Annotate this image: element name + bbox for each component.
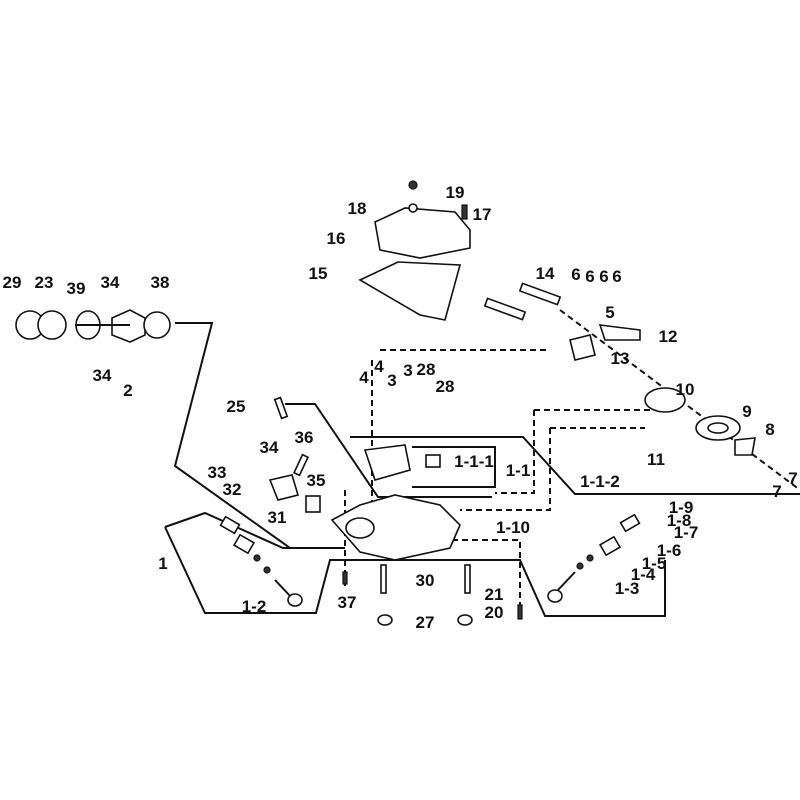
part-label: 23 xyxy=(35,273,54,292)
part-label: 10 xyxy=(676,380,695,399)
part-label: 1-5 xyxy=(642,554,667,573)
part-label: 21 xyxy=(485,585,504,604)
valve-assemblies xyxy=(219,513,641,607)
part-label: 15 xyxy=(309,264,328,283)
part-label: 3 xyxy=(387,371,396,390)
part-label: 12 xyxy=(659,327,678,346)
part-label: 6 xyxy=(612,267,621,286)
part-label: 1-7 xyxy=(674,523,699,542)
part-label: 28 xyxy=(417,360,436,379)
part-label: 6 xyxy=(585,267,594,286)
part-label: 4 xyxy=(374,357,384,376)
part-label: 11 xyxy=(647,450,665,469)
intake-parts xyxy=(15,309,171,343)
cylinder-head xyxy=(330,444,461,561)
part-label: 7 xyxy=(772,482,781,501)
valve-cover xyxy=(358,180,471,321)
part-label: 31 xyxy=(268,508,287,527)
part-label: 29 xyxy=(3,273,22,292)
part-label: 1-2 xyxy=(242,597,267,616)
part-label: 2 xyxy=(123,381,132,400)
part-label: 20 xyxy=(485,603,504,622)
part-label: 9 xyxy=(742,402,751,421)
part-label: 39 xyxy=(67,279,86,298)
part-label: 1-1-2 xyxy=(580,472,620,491)
part-label: 5 xyxy=(605,303,614,322)
part-label: 8 xyxy=(765,420,774,439)
part-label: 36 xyxy=(295,428,314,447)
part-label: 1-10 xyxy=(496,518,530,537)
part-label: 25 xyxy=(227,397,246,416)
part-label: 27 xyxy=(416,613,435,632)
thermostat-parts xyxy=(268,396,321,513)
part-label: 1-1-1 xyxy=(454,452,494,471)
part-label: 1-8 xyxy=(667,511,692,530)
part-label: 18 xyxy=(348,199,367,218)
part-label: 7 xyxy=(788,469,797,488)
studs-and-bolts xyxy=(342,564,523,626)
part-label: 37 xyxy=(338,593,357,612)
part-label: 34 xyxy=(93,366,112,385)
part-label: 14 xyxy=(536,264,555,283)
part-label: 3 xyxy=(403,361,412,380)
part-label: 1-3 xyxy=(615,579,640,598)
part-label: 32 xyxy=(223,480,242,499)
part-label: 1 xyxy=(158,554,167,573)
part-label: 38 xyxy=(151,273,170,292)
part-label: 6 xyxy=(571,265,580,284)
part-label: 16 xyxy=(327,229,346,248)
part-label: 1-4 xyxy=(631,565,656,584)
part-label: 34 xyxy=(101,273,120,292)
part-label: 17 xyxy=(473,205,492,224)
part-label: 1-1 xyxy=(506,461,531,480)
rocker-shaft xyxy=(483,282,641,361)
part-label: 1-6 xyxy=(657,541,682,560)
part-label: 30 xyxy=(416,571,435,590)
part-label: 4 xyxy=(359,368,369,387)
part-label: 6 xyxy=(599,267,608,286)
part-label: 19 xyxy=(446,183,465,202)
part-label: 34 xyxy=(260,438,279,457)
part-label: 33 xyxy=(208,463,227,482)
part-label: 1-9 xyxy=(669,498,694,517)
part-label: 13 xyxy=(611,349,630,368)
camshaft xyxy=(644,387,756,456)
part-label: 35 xyxy=(307,471,326,490)
part-label: 28 xyxy=(436,377,455,396)
